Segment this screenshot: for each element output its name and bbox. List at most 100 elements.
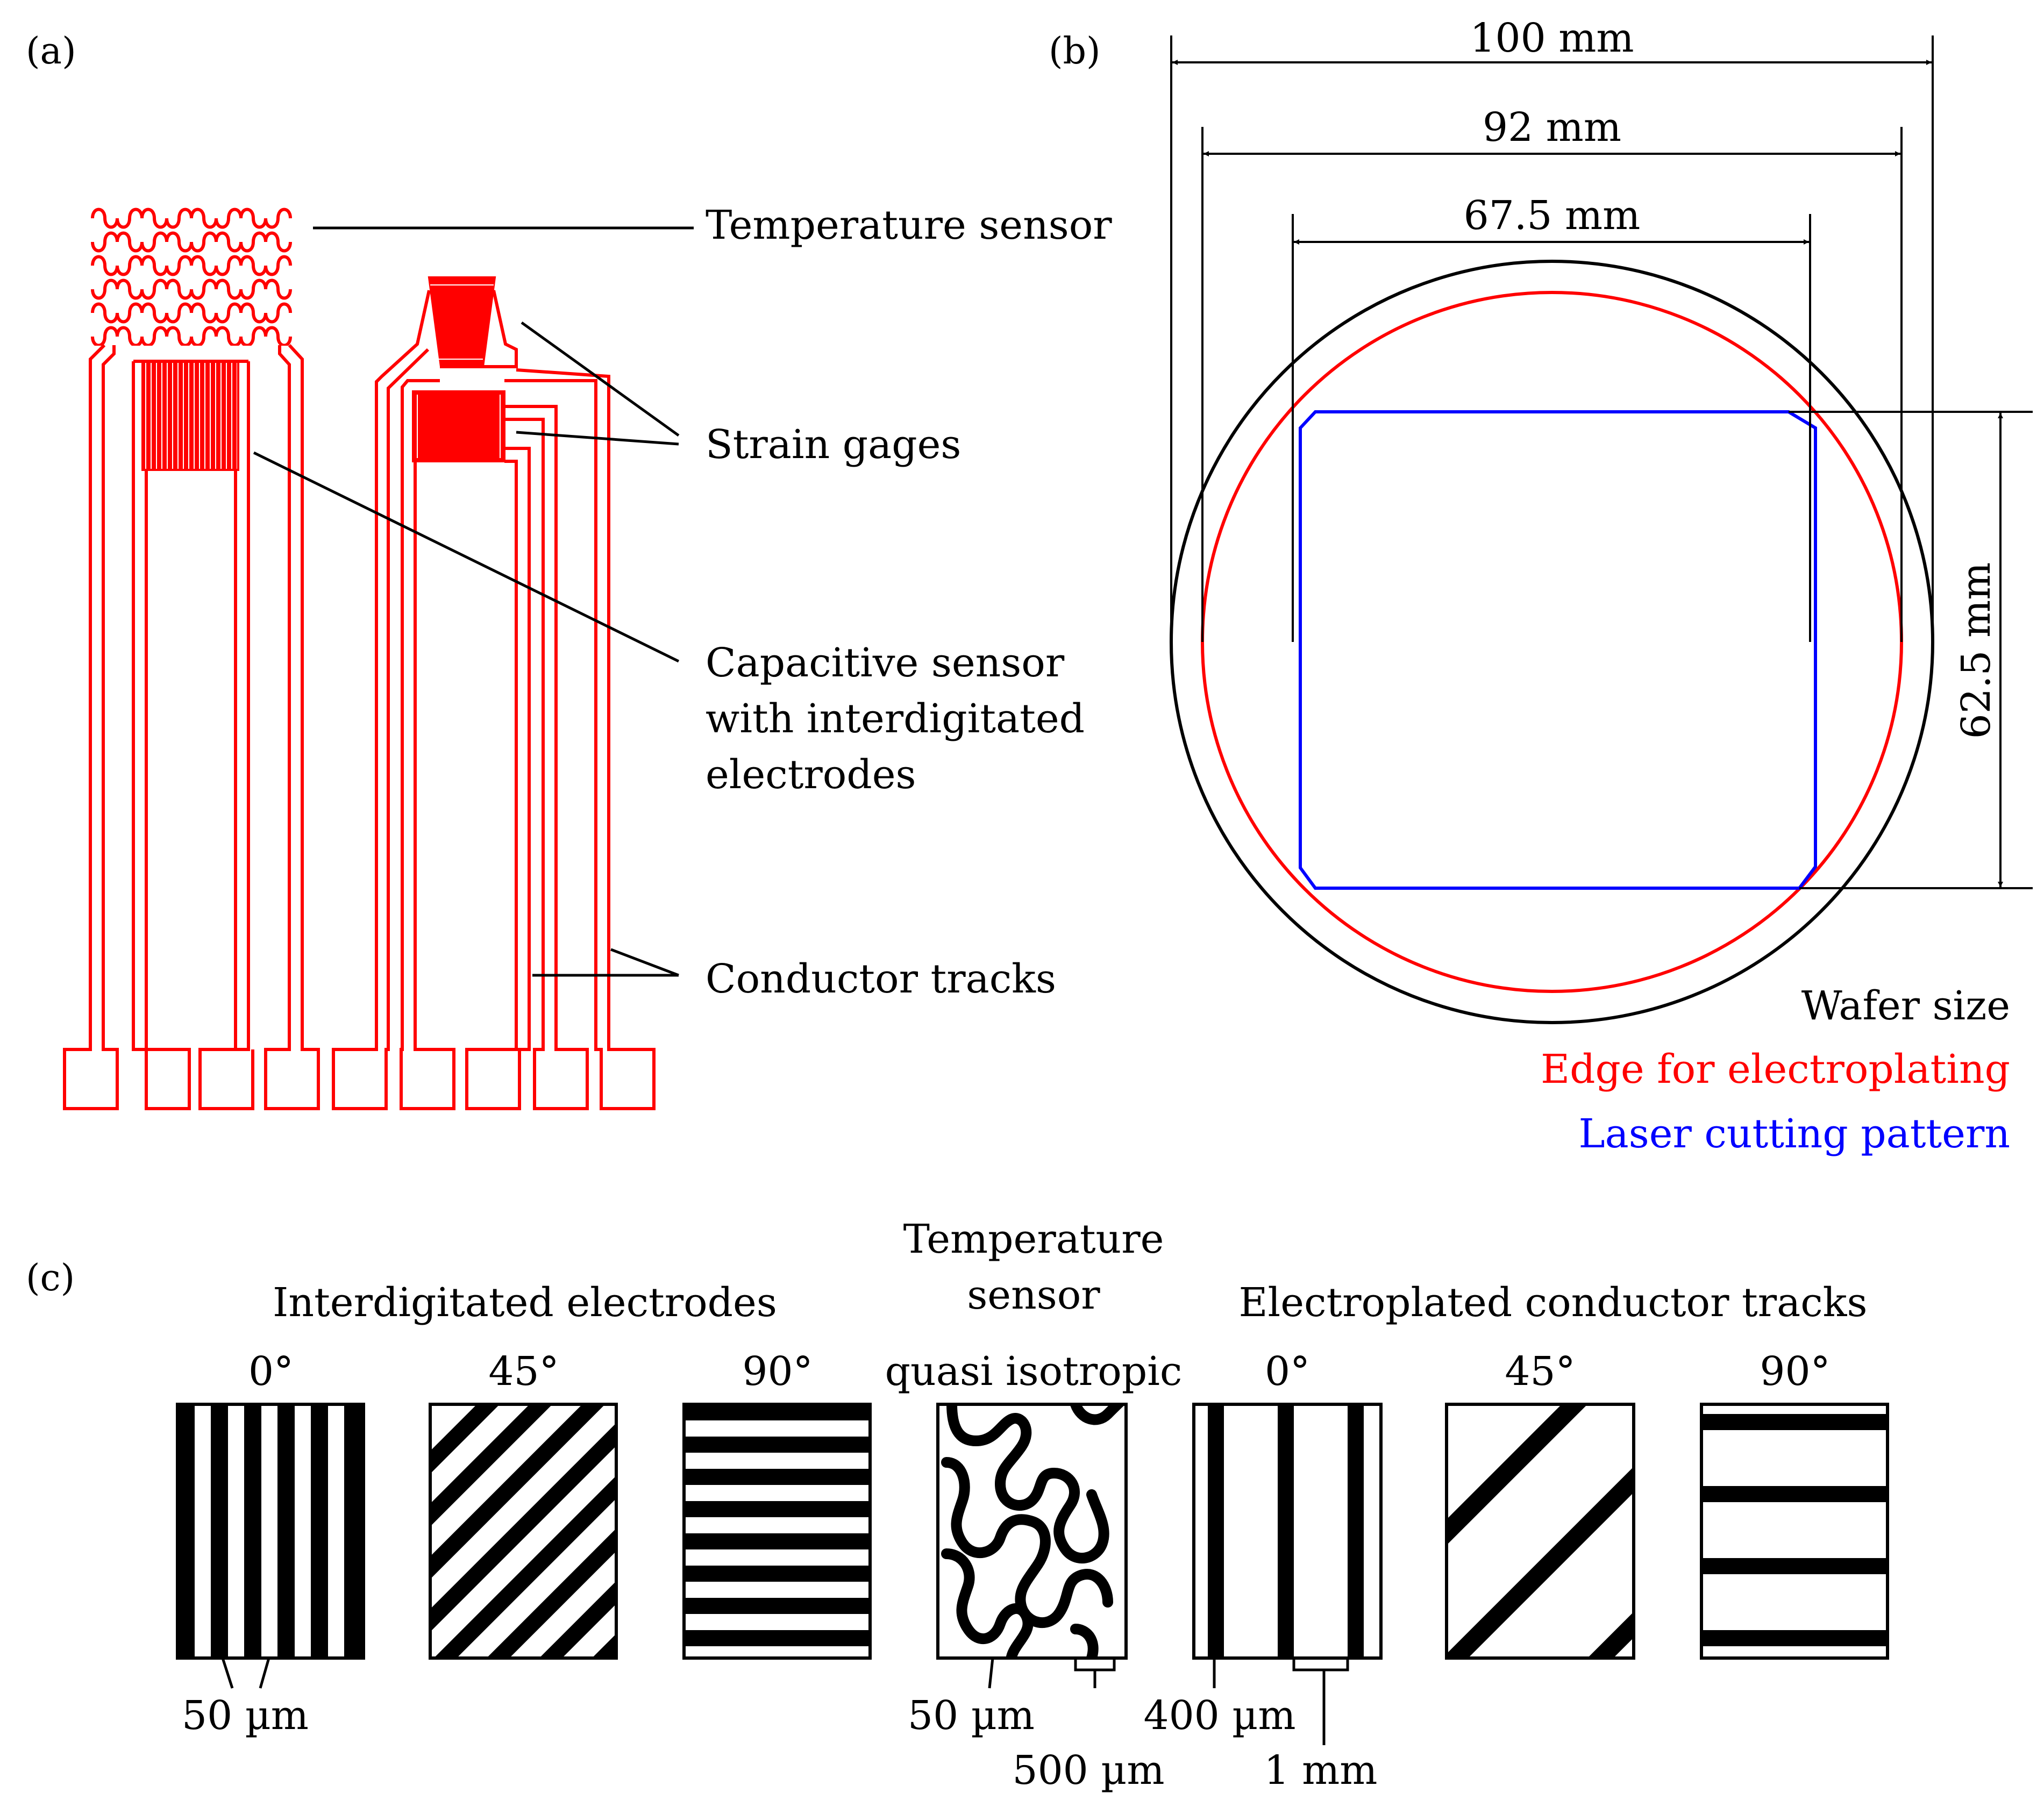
legend-laser-cutting: Laser cutting pattern (1578, 1111, 2010, 1157)
meander-segment (140, 255, 168, 276)
dim-cut-width: 67.5 mm (1464, 192, 1641, 239)
dim-cut-height: 62.5 mm (1953, 562, 1999, 739)
tile-temp-sensor (936, 1403, 1128, 1660)
label-capacitive-line1: Capacitive sensor (706, 640, 1065, 686)
meander-segment (116, 326, 144, 346)
panel-b-tag: (b) (1049, 30, 1101, 73)
scale-ec-pitch: 1 mm (1264, 1747, 1378, 1794)
meander-segment (239, 255, 267, 276)
meander-segment (116, 255, 144, 276)
conductor-tracks-left (63, 344, 320, 1110)
meander-segment (91, 255, 119, 276)
panel-a: (a) (26, 30, 1112, 1110)
meander-segment (116, 231, 144, 253)
label-conductor-tracks: Conductor tracks (706, 956, 1056, 1002)
meander-segment (190, 302, 218, 324)
conductor-tracks-right (332, 290, 656, 1110)
scale-ec-width: 400 µm (1143, 1692, 1295, 1739)
angle-ide-45: 45° (488, 1348, 559, 1395)
panel-b: (b) 100 mm 92 mm 67.5 mm 62.5 mm Wafer s… (1049, 15, 2033, 1157)
tile-ec-90deg (1700, 1403, 1889, 1660)
meander-segment (91, 278, 119, 300)
meander-segment (140, 302, 168, 324)
meander-segment (264, 326, 292, 346)
wafer-outline (1170, 260, 1934, 1024)
capacitive-sensor-electrodes (141, 360, 239, 471)
meander-segment (91, 326, 119, 346)
meander-segment (165, 231, 193, 253)
panel-a-tag: (a) (26, 30, 76, 73)
meander-segment (264, 231, 292, 253)
label-capacitive-line2: with interdigitated (706, 696, 1085, 742)
meander-segment (239, 231, 267, 253)
meander-segment (215, 208, 243, 229)
meander-segment (215, 302, 243, 324)
angle-ec-45: 45° (1505, 1348, 1575, 1395)
meander-segment (190, 278, 218, 300)
meander-segment (140, 231, 168, 253)
meander-segment (239, 326, 267, 346)
angle-ide-90: 90° (742, 1348, 813, 1395)
dimension-arrows-b (1172, 60, 2003, 887)
meander-segment (264, 302, 292, 324)
legend-electroplating-edge: Edge for electroplating (1541, 1046, 2010, 1092)
meander-segment (215, 255, 243, 276)
meander-segment (165, 278, 193, 300)
strain-gage-lower-fingers (417, 395, 501, 458)
tile-ide-0deg (176, 1403, 365, 1660)
meander-segment (239, 278, 267, 300)
meander-segment (140, 326, 168, 346)
scale-temp-pitch: 500 µm (1012, 1747, 1164, 1794)
meander-segment (239, 208, 267, 229)
extension-lines-b (1170, 35, 2033, 889)
tile-ide-90deg (682, 1403, 872, 1660)
angle-ec-90: 90° (1760, 1348, 1830, 1395)
meander-segment (190, 326, 218, 346)
strain-gage-upper-fingers (430, 284, 494, 360)
meander-segment (215, 278, 243, 300)
label-strain-gages: Strain gages (706, 422, 961, 468)
strain-gage-lower (412, 390, 505, 462)
meander-segment (215, 231, 243, 253)
laser-cutting-pattern (1299, 410, 1817, 890)
tile-ec-45deg (1445, 1403, 1635, 1660)
meander-segment (264, 278, 292, 300)
tile-ec-0deg (1192, 1403, 1383, 1660)
meander-segment (165, 208, 193, 229)
panel-c: (c) Interdigitated electrodes Temperatur… (26, 1216, 1889, 1794)
meander-segment (190, 231, 218, 253)
group-electroplated: Electroplated conductor tracks (1239, 1280, 1868, 1326)
angle-ec-0: 0° (1265, 1348, 1310, 1395)
meander-segment (165, 255, 193, 276)
meander-segment (91, 231, 119, 253)
strain-gage-upper (428, 276, 496, 368)
meander-segment (264, 255, 292, 276)
meander-segment (116, 302, 144, 324)
meander-segment (239, 302, 267, 324)
meander-segment (140, 208, 168, 229)
angle-ide-0: 0° (248, 1348, 294, 1395)
meander-segment (190, 208, 218, 229)
meander-segment (91, 302, 119, 324)
group-interdigitated: Interdigitated electrodes (273, 1280, 777, 1326)
panel-c-tag: (c) (26, 1257, 75, 1299)
temperature-sensor-meander (91, 208, 292, 346)
meander-segment (165, 302, 193, 324)
meander-segment (140, 278, 168, 300)
tile-ide-45deg (429, 1403, 618, 1660)
dim-plating-diameter: 92 mm (1483, 104, 1621, 151)
label-temperature-sensor: Temperature sensor (706, 202, 1112, 248)
scale-temp-width: 50 µm (908, 1692, 1035, 1739)
meander-segment (91, 208, 119, 229)
meander-segment (215, 326, 243, 346)
meander-segment (190, 255, 218, 276)
scale-leaders-c (221, 1658, 1349, 1745)
meander-segment (264, 208, 292, 229)
group-temperature-line1: Temperature (903, 1216, 1164, 1262)
angle-temp-isotropic: quasi isotropic (885, 1348, 1183, 1395)
leader-lines-a (253, 226, 694, 977)
label-capacitive-line3: electrodes (706, 752, 916, 798)
dim-wafer-diameter: 100 mm (1470, 15, 1634, 61)
legend-wafer-size: Wafer size (1801, 983, 2010, 1029)
